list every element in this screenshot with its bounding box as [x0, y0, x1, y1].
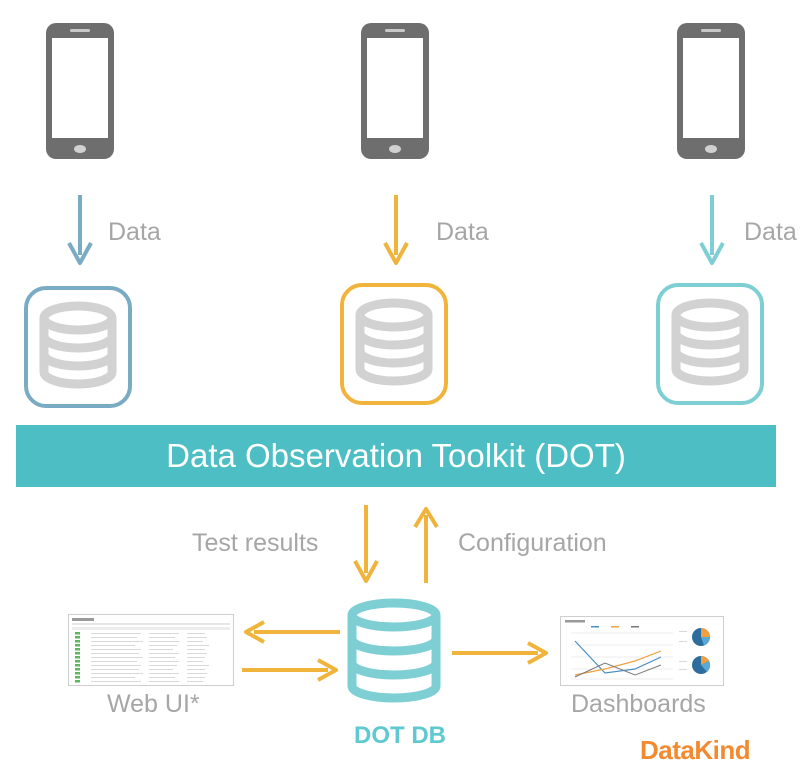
right-data-arrow	[699, 195, 725, 265]
left-database-box	[24, 286, 132, 408]
web-ui-arrows	[242, 620, 340, 682]
left-database-icon	[39, 301, 117, 389]
center-data-arrow	[383, 195, 409, 265]
left-data-arrow	[67, 195, 93, 265]
center-database-box	[340, 283, 448, 405]
center-phone-icon	[361, 23, 429, 159]
datakind-logo: DataKind	[640, 735, 751, 765]
test-results-arrow	[353, 505, 379, 583]
right-database-icon	[671, 298, 749, 386]
configuration-label: Configuration	[458, 529, 607, 557]
right-data-label: Data	[744, 218, 797, 246]
toolkit-banner: Data Observation Toolkit (DOT)	[16, 425, 776, 487]
dot-db-label: DOT DB	[354, 722, 446, 749]
center-data-label: Data	[436, 218, 489, 246]
dot-db-icon	[347, 598, 441, 703]
web-ui-thumbnail	[68, 614, 234, 686]
web-ui-label: Web UI*	[107, 690, 200, 718]
toolkit-title: Data Observation Toolkit (DOT)	[166, 437, 626, 474]
left-data-label: Data	[108, 218, 161, 246]
dashboards-label: Dashboards	[571, 690, 706, 718]
test-results-label: Test results	[192, 529, 319, 557]
dashboards-thumbnail	[560, 616, 724, 686]
center-database-icon	[355, 298, 433, 386]
web-ui-table-graphic	[72, 618, 230, 683]
right-database-box	[656, 283, 764, 405]
configuration-arrow	[413, 507, 439, 583]
right-phone-icon	[677, 23, 745, 159]
dashboards-arrow	[452, 641, 548, 665]
left-phone-icon	[46, 23, 114, 159]
dashboards-chart-graphic	[565, 620, 711, 680]
